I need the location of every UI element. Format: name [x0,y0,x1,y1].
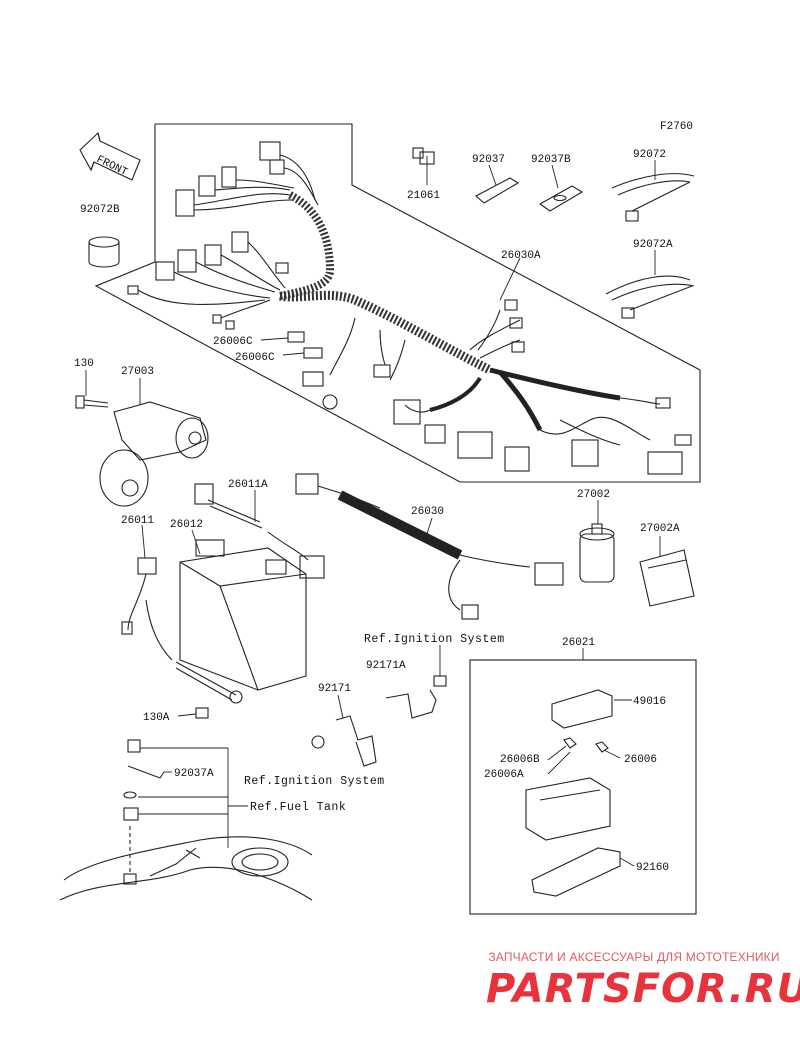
part-26006C-icon [303,347,323,359]
bracket-92171A-icon [385,675,447,719]
ref-ignition-top: Ref.Ignition System [364,633,505,646]
watermark-tagline: ЗАПЧАСТИ И АКСЕССУАРЫ ДЛЯ МОТОТЕХНИКИ [488,950,780,964]
label-26021: 26021 [562,637,595,649]
tank-hardware-icon [59,739,313,901]
label-92037: 92037 [472,154,505,166]
label-130A: 130A [143,712,170,724]
label-26006: 26006 [624,754,657,766]
label-26006C-1: 26006C [213,336,253,348]
label-27002: 27002 [577,489,610,501]
label-26006C-2: 26006C [235,352,275,364]
label-92160: 92160 [636,862,669,874]
harness-outline [94,123,701,483]
fuse-box-26021-icon [525,689,621,897]
part-27002-icon [579,523,615,583]
battery-26012-icon [179,539,307,691]
figure-code: F2760 [660,121,693,133]
part-26006C-icon [287,331,305,343]
label-49016: 49016 [633,696,666,708]
label-92171A: 92171A [366,660,406,672]
label-27003: 27003 [121,366,154,378]
label-26006A: 26006A [484,769,524,781]
part-21061-icon [412,147,435,165]
label-130: 130 [74,358,94,370]
label-92072B: 92072B [80,204,120,216]
label-27002A: 27002A [640,523,680,535]
part-27002A-icon [639,549,695,607]
label-92171: 92171 [318,683,351,695]
label-92072A: 92072A [633,239,673,251]
watermark-logo[interactable]: PARTSFOR.RU [486,966,800,1012]
cable-26030-icon [295,473,564,620]
cable-26011-icon [121,557,173,661]
bracket-27003-icon [99,401,209,507]
ring-92072B-icon [88,236,120,268]
cable-26011A-icon [194,483,325,579]
bolt-130A-icon [175,661,243,719]
main-harness-icon [127,141,692,475]
label-92037B: 92037B [531,154,571,166]
bolt-130-icon [75,395,109,409]
label-26012: 26012 [170,519,203,531]
label-26011A: 26011A [228,479,268,491]
ref-fuel-tank: Ref.Fuel Tank [250,801,346,814]
cable-tie-92072-icon [611,173,695,222]
label-26011: 26011 [121,515,154,527]
label-21061: 21061 [407,190,440,202]
ref-ignition-bottom: Ref.Ignition System [244,775,385,788]
label-26006B: 26006B [500,754,540,766]
leader-lines [85,156,661,867]
part-92037B-icon [538,185,584,212]
label-26030: 26030 [411,506,444,518]
cable-tie-92072A-icon [605,275,695,319]
label-26030A: 26030A [501,250,541,262]
label-92072: 92072 [633,149,666,161]
front-arrow-icon [79,131,141,181]
part-92037-icon [475,177,520,204]
bracket-92171-icon [311,715,377,767]
label-92037A: 92037A [174,768,214,780]
